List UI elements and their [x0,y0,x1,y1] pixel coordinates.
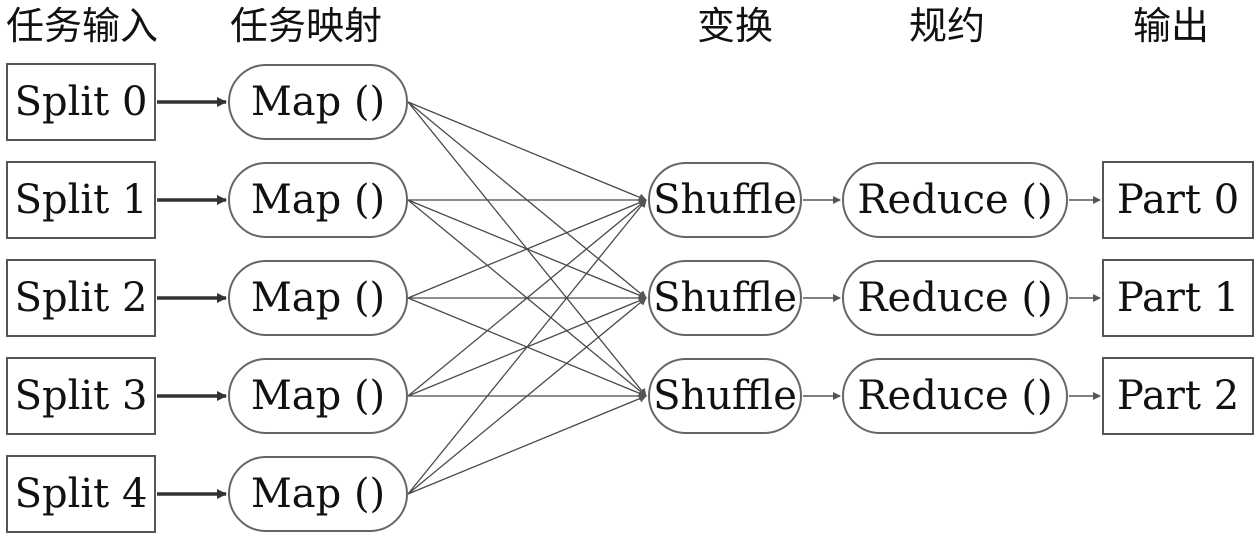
split-box-2: Split 2 [6,259,156,337]
map-node-3: Map () [228,358,408,434]
part-box-0: Part 0 [1102,161,1254,239]
part-box-2: Part 2 [1102,357,1254,435]
shuffle-node-1: Shuffle [648,260,802,336]
map3-shuffle0-wire [407,199,647,397]
split-box-4: Split 4 [6,455,156,533]
header-reduce: 规约 [909,4,986,48]
shuffle-node-0: Shuffle [648,162,802,238]
header-output: 输出 [1133,4,1210,48]
map4-shuffle1-wire [407,297,647,495]
split-box-3: Split 3 [6,357,156,435]
reduce-node-0: Reduce () [842,162,1068,238]
map4-shuffle0-wire [407,199,647,495]
map4-shuffle2-wire [407,394,647,495]
split-box-0: Split 0 [6,63,156,141]
header-task-map: 任务映射 [230,4,383,48]
map-node-0: Map () [228,64,408,140]
map-node-4: Map () [228,456,408,532]
header-task-input: 任务输入 [6,4,159,48]
map-shuffle-wires [407,101,647,495]
map-node-2: Map () [228,260,408,336]
split-box-1: Split 1 [6,161,156,239]
map0-shuffle0-wire [407,101,647,202]
header-shuffle: 变换 [697,4,774,48]
map2-shuffle0-wire [407,198,647,299]
map-node-1: Map () [228,162,408,238]
reduce-node-2: Reduce () [842,358,1068,434]
part-box-1: Part 1 [1102,259,1254,337]
reduce-node-1: Reduce () [842,260,1068,336]
shuffle-node-2: Shuffle [648,358,802,434]
